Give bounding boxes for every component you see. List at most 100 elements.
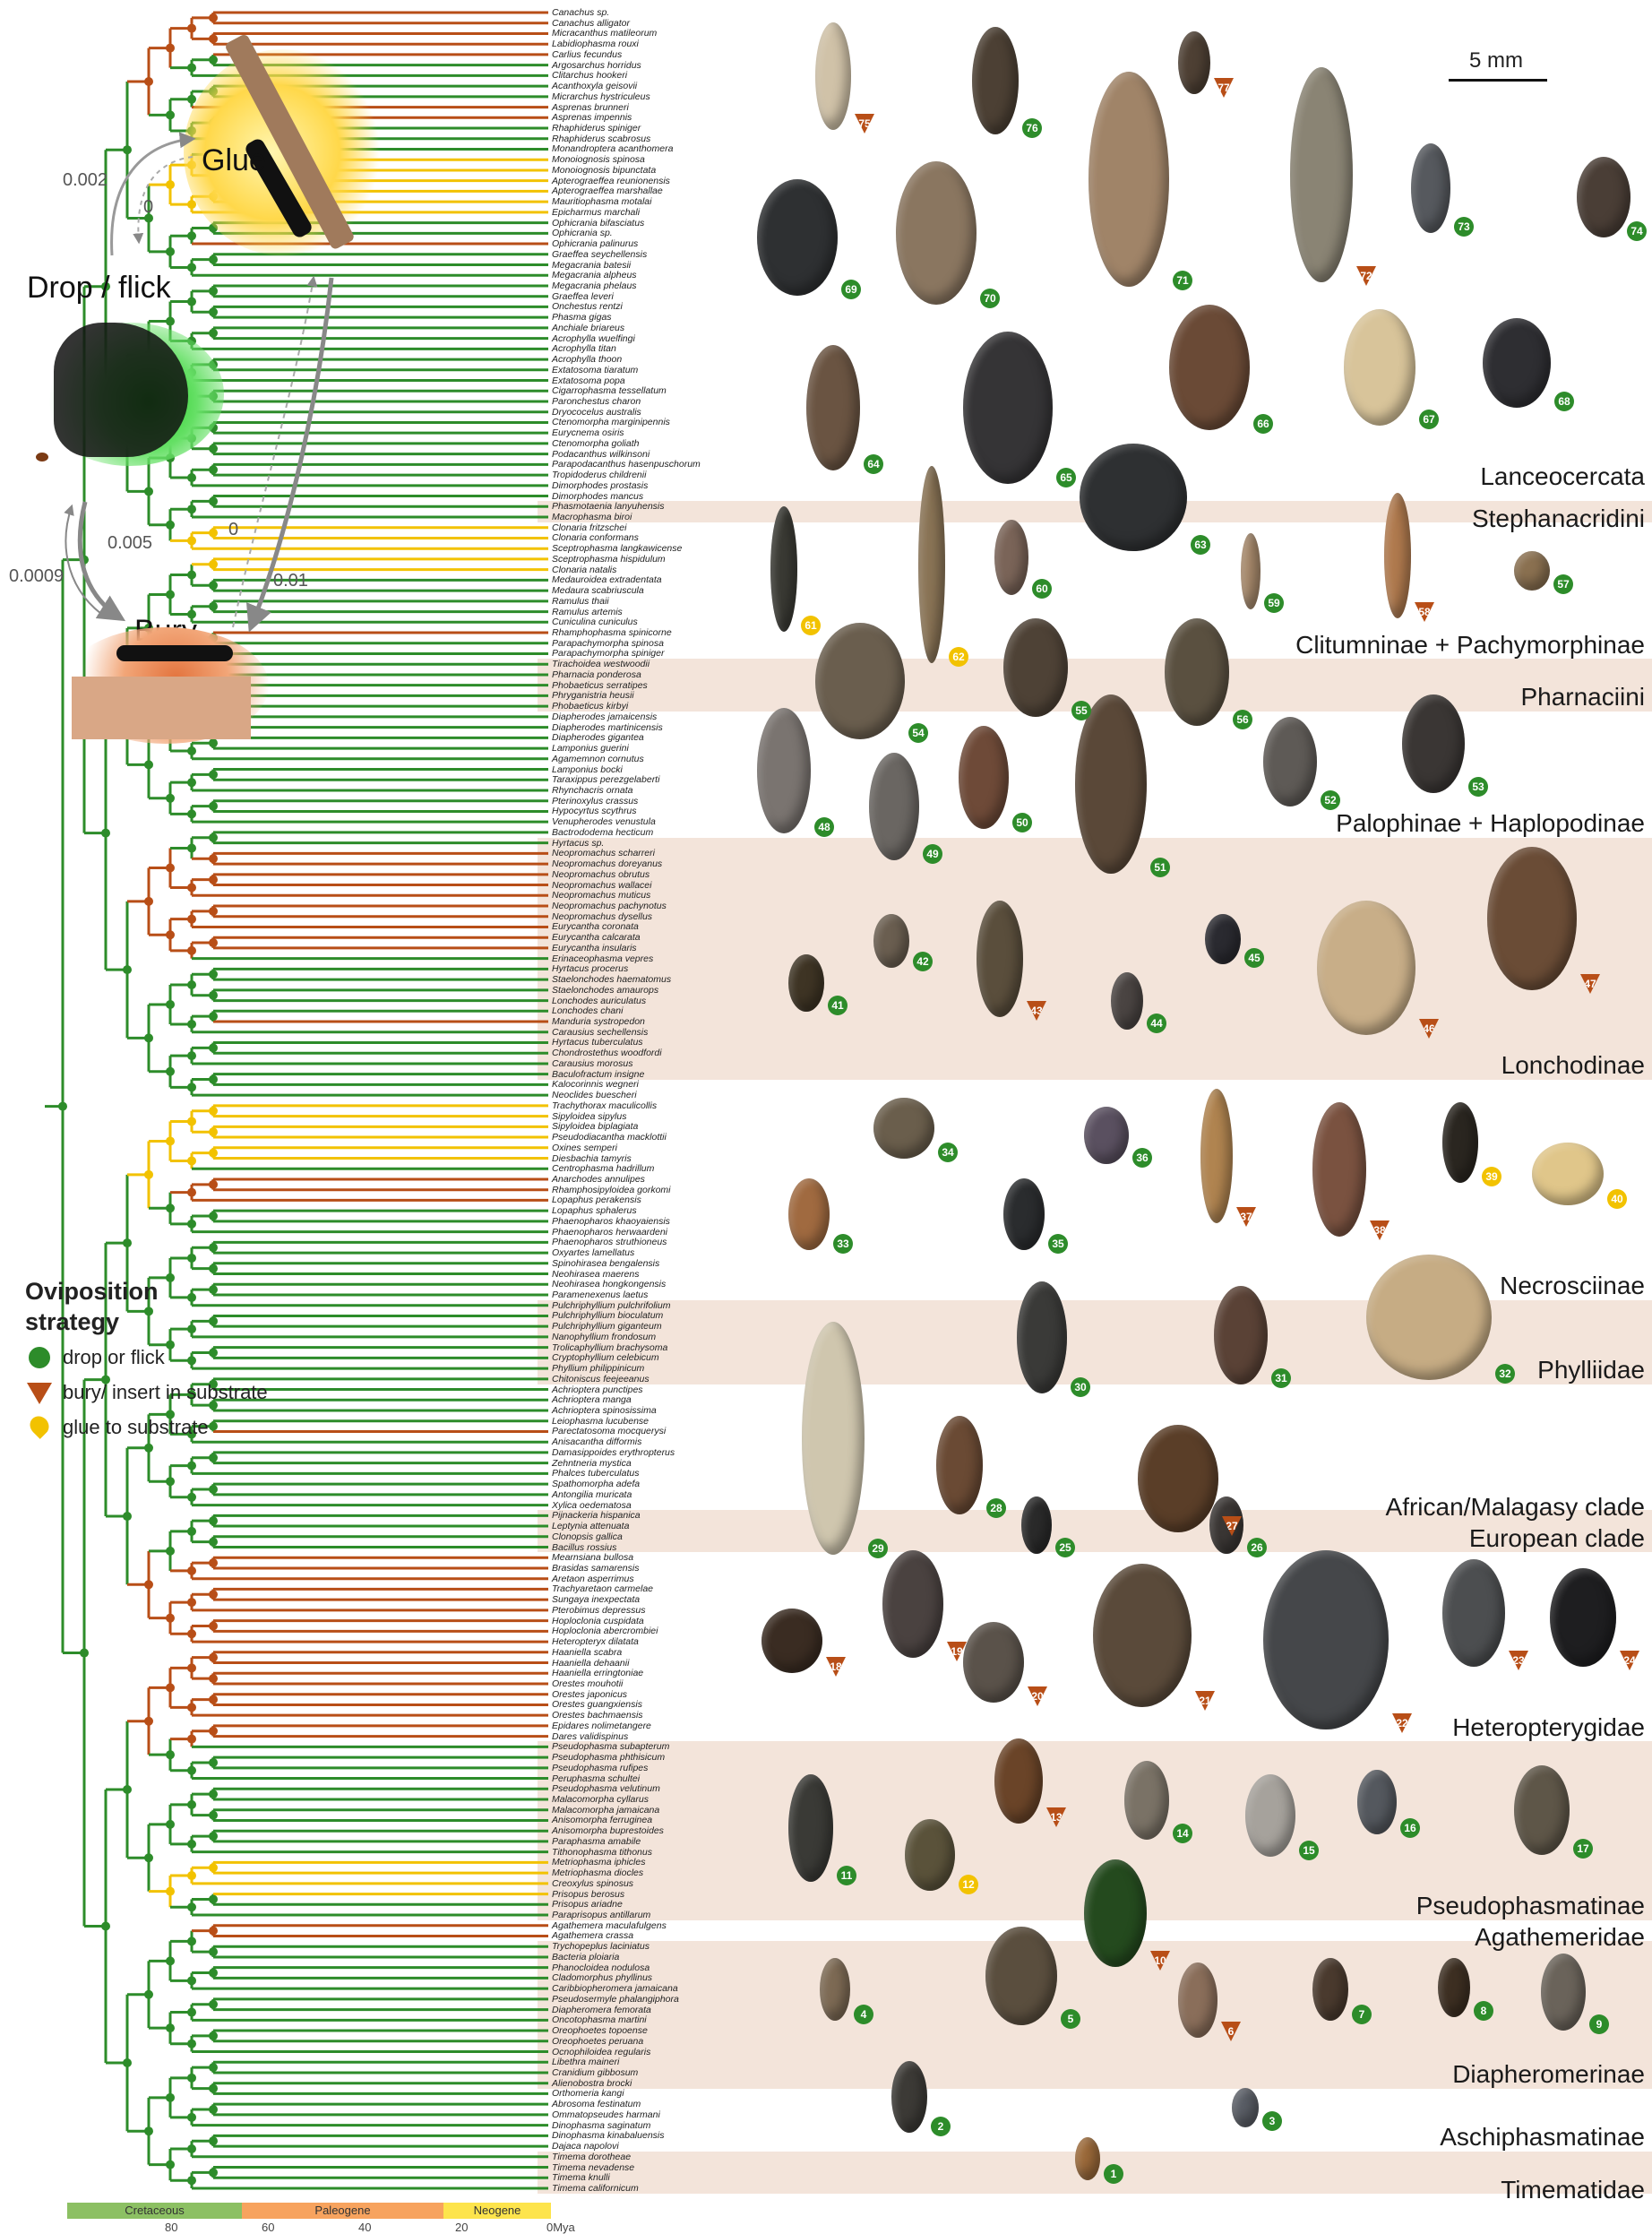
egg-specimen <box>1438 1958 1470 2017</box>
species-label: Trolicaphyllium brachysoma <box>552 1341 668 1353</box>
species-label: Haaniella erringtoniae <box>552 1668 644 1679</box>
species-label: Monoiognosis spinosa <box>552 154 645 166</box>
species-label: Achrioptera punctipes <box>552 1384 643 1395</box>
specimen-number-marker: 53 <box>1468 777 1488 797</box>
clade-label: Clitumninae + Pachymorphinae <box>1295 630 1645 659</box>
species-label: Metriophasma diocles <box>552 1867 644 1879</box>
rate-glue-to-bury: 0.01 <box>273 571 308 591</box>
egg-specimen <box>873 1098 934 1159</box>
specimen-number-marker: 74 <box>1627 221 1647 241</box>
egg-specimen <box>905 1819 955 1891</box>
species-label: Anarchodes annulipes <box>552 1173 645 1185</box>
species-label: Timema knulli <box>552 2172 610 2184</box>
species-label: Parapodacanthus hasenpuschorum <box>552 459 701 470</box>
species-label: Acrophylla titan <box>552 343 616 355</box>
egg-specimen <box>1514 1765 1570 1855</box>
specimen-number-marker: 45 <box>1244 948 1264 968</box>
specimen-number-marker: 59 <box>1264 593 1284 613</box>
species-label: Phalces tuberculatus <box>552 1468 640 1479</box>
species-label: Oxines semperi <box>552 1142 617 1153</box>
species-label: Pulchriphyllium giganteum <box>552 1321 662 1333</box>
specimen-number-marker: 56 <box>1233 710 1252 729</box>
egg-specimen <box>788 1178 830 1250</box>
species-label: Ctenomorpha goliath <box>552 437 640 449</box>
rate-glue-to-drop: 0 <box>143 197 154 217</box>
species-label: Lonchodes auriculatus <box>552 995 647 1006</box>
egg-specimen <box>936 1416 983 1514</box>
species-label: Epidares nolimetangere <box>552 1720 651 1731</box>
species-label: Onchestus rentzi <box>552 301 623 313</box>
specimen-number-marker: 62 <box>949 647 968 667</box>
species-label: Extatosoma tiaratum <box>552 364 639 375</box>
egg-specimen <box>972 27 1019 134</box>
species-label: Cryptophyllium celebicum <box>552 1352 659 1364</box>
species-label: Phaenopharos struthioneus <box>552 1237 667 1248</box>
species-label: Neopromachus obrutus <box>552 868 650 880</box>
species-label: Malacomorpha cyllarus <box>552 1794 649 1805</box>
specimen-number-marker: 52 <box>1321 790 1340 810</box>
period-neogene: Neogene <box>443 2203 551 2219</box>
species-label: Rhaphiderus spiniger <box>552 123 641 134</box>
species-label: Apterograeffea reunionensis <box>552 175 670 186</box>
glue-mode-label: Glue <box>202 143 266 177</box>
egg-specimen <box>1312 1102 1366 1237</box>
species-label: Alienobostra brocki <box>552 2077 632 2089</box>
species-label: Eurycantha coronata <box>552 921 639 933</box>
specimen-number-marker: 57 <box>1553 574 1573 594</box>
species-label: Dryococelus australis <box>552 406 641 418</box>
species-label: Dimorphodes prostasis <box>552 479 649 491</box>
specimen-number-marker: 69 <box>841 280 861 299</box>
species-label: Hyrtacus sp. <box>552 837 605 849</box>
clade-label: European clade <box>1468 1523 1645 1552</box>
species-label: Neopromachus wallacei <box>552 879 652 891</box>
species-label: Diapherodes gigantea <box>552 732 644 744</box>
clade-band <box>538 1510 1652 1553</box>
egg-specimen <box>1021 1497 1052 1554</box>
species-label: Megacrania alpheus <box>552 270 637 281</box>
species-label: Acrophylla wuelfingi <box>552 332 635 344</box>
specimen-number-marker: 63 <box>1191 535 1210 555</box>
species-label: Hypocyrtus scythrus <box>552 806 637 817</box>
species-label: Cladomorphus phyllinus <box>552 1972 653 1984</box>
egg-specimen <box>918 466 945 663</box>
specimen-number-marker: 55 <box>1071 701 1091 720</box>
species-label: Haaniella dehaanii <box>552 1657 630 1669</box>
specimen-number-marker: 12 <box>959 1875 978 1894</box>
species-label: Erinaceophasma vepres <box>552 953 654 964</box>
species-label: Pseudosermyle phalangiphora <box>552 1993 679 2005</box>
species-label: Orestes mouhotii <box>552 1678 624 1689</box>
species-label: Sceptrophasma langkawicense <box>552 543 683 555</box>
species-label: Phaenopharos khaoyaiensis <box>552 1215 670 1227</box>
species-label: Agathemera crassa <box>552 1930 634 1942</box>
egg-specimen <box>1541 1954 1586 2031</box>
species-label: Timema californicum <box>552 2183 639 2194</box>
species-label: Staelonchodes amaurops <box>552 984 659 996</box>
specimen-number-marker: 5 <box>1061 2009 1080 2029</box>
species-label: Lopaphus sphalerus <box>552 1205 637 1217</box>
species-label: Neopromachus pachynotus <box>552 901 667 911</box>
species-label: Pterinoxylus crassus <box>552 795 639 806</box>
species-label: Ramulus thaii <box>552 595 609 607</box>
species-label: Monandroptera acanthomera <box>552 143 674 155</box>
rate-bury-to-glue: 0 <box>228 520 239 539</box>
dropped-egg-icon <box>36 453 48 461</box>
species-label: Sceptrophasma hispidulum <box>552 553 666 565</box>
stick-insect-bury-icon <box>116 645 233 661</box>
species-label: Asprenas impennis <box>552 112 632 124</box>
species-label: Orestes japonicus <box>552 1688 628 1700</box>
species-label: Ophicrania bifasciatus <box>552 217 645 229</box>
egg-specimen <box>1138 1425 1218 1532</box>
species-label: Neoclides buescheri <box>552 1090 637 1101</box>
species-label: Prisopus berosus <box>552 1888 625 1900</box>
specimen-number-marker: 4 <box>854 2005 873 2024</box>
egg-specimen <box>1317 901 1415 1035</box>
egg-specimen <box>1577 157 1630 237</box>
species-label: Pseudophasma phthisicum <box>552 1752 666 1764</box>
species-label: Anisomorpha ferruginea <box>552 1815 653 1826</box>
egg-specimen <box>1290 67 1353 282</box>
species-label: Rhynchacris ornata <box>552 784 633 796</box>
species-label: Eurycantha calcarata <box>552 932 641 944</box>
species-label: Bactrododema hecticum <box>552 826 654 838</box>
species-label: Diapherodes martinicensis <box>552 721 663 733</box>
